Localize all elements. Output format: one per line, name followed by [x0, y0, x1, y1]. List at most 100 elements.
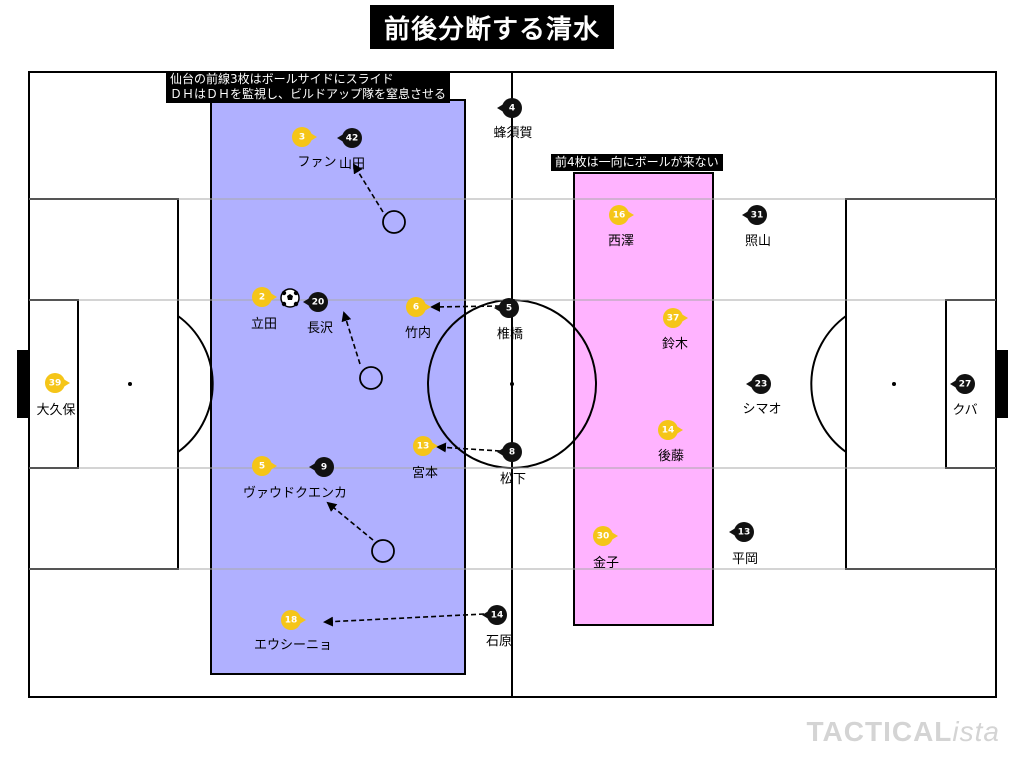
player-dot: [342, 128, 362, 148]
player-number: 27: [959, 380, 972, 390]
player-dot: [281, 610, 301, 630]
movement-arrow-4: [436, 442, 501, 453]
player-name: ヴァウドクエンカ: [243, 485, 347, 501]
movement-arrow-2: [326, 501, 374, 541]
zones: [210, 99, 714, 675]
brand-light: ista: [952, 716, 1000, 747]
penalty-arc-left: [177, 315, 214, 453]
player-dot: [45, 373, 65, 393]
player-token-sendai: 3 ファン: [292, 127, 337, 170]
player-token-sendai: 13 宮本: [412, 436, 438, 481]
movement-arrow-3: [430, 301, 501, 312]
player-name: 立田: [251, 317, 277, 332]
movement-arrow-0: [352, 163, 384, 213]
player-name: ファン: [297, 155, 336, 170]
player-number: 37: [667, 314, 680, 324]
player-dot: [487, 605, 507, 625]
right-zone: [573, 172, 714, 626]
player-token-shimizu: 14 石原: [482, 605, 512, 649]
player-dot: [609, 205, 629, 225]
brand-logo: TACTICALista: [807, 716, 1000, 748]
player-name: シマオ: [742, 402, 781, 417]
player-dot: [252, 287, 272, 307]
origin-marker-2: [371, 539, 395, 563]
player-dot: [751, 374, 771, 394]
penalty-spot-right: [892, 382, 896, 386]
player-number: 20: [312, 298, 325, 308]
player-number: 5: [506, 304, 512, 314]
ball-icon: [280, 288, 300, 308]
player-name: 長沢: [307, 321, 333, 336]
player-name: 金子: [593, 555, 619, 571]
player-name: 石原: [486, 634, 512, 649]
player-name: 蜂須賀: [493, 126, 532, 141]
player-token-sendai: 6 竹内: [405, 297, 431, 341]
player-token-shimizu: 8 松下: [497, 442, 526, 487]
player-dot: [499, 298, 519, 318]
player-dot: [955, 374, 975, 394]
page-title: 前後分断する清水: [370, 5, 614, 49]
player-number: 30: [597, 532, 610, 542]
movement-arrow-1: [341, 311, 361, 365]
player-dot: [406, 297, 426, 317]
player-number: 4: [509, 104, 515, 114]
player-number: 13: [417, 442, 430, 452]
penalty-spot-left: [128, 382, 132, 386]
player-name: 山田: [339, 157, 365, 172]
player-dot: [502, 98, 522, 118]
player-number: 31: [751, 211, 764, 221]
annotation-left-zone: 仙台の前線3枚はボールサイドにスライド ＤＨはＤＨを監視し、ビルドアップ隊を窒息…: [166, 71, 451, 103]
player-name: エウシーニョ: [254, 638, 332, 653]
origin-marker-0: [382, 210, 406, 234]
player-number: 14: [662, 426, 675, 436]
player-number: 42: [346, 134, 359, 144]
player-dot: [292, 127, 312, 147]
player-dot: [314, 457, 334, 477]
arrows: [280, 163, 501, 627]
player-name: 竹内: [405, 325, 431, 341]
player-token-shimizu: 4 蜂須賀: [493, 98, 533, 141]
player-name: 宮本: [412, 465, 438, 481]
movement-arrow-5: [323, 613, 485, 627]
player-token-shimizu: 5 椎橋: [494, 298, 523, 342]
goal-left: [17, 350, 29, 418]
penalty-arc-right: [810, 315, 847, 453]
player-token-sendai: 2立田: [251, 287, 277, 332]
player-number: 14: [491, 611, 504, 621]
player-token-sendai: 37 鈴木: [662, 308, 688, 352]
player-number: 23: [755, 380, 768, 390]
player-dot: [502, 442, 522, 462]
player-token-shimizu: 27 クバ: [950, 374, 978, 418]
player-number: 3: [299, 133, 305, 143]
player-number: 6: [413, 303, 419, 313]
origin-marker-1: [359, 366, 383, 390]
player-dot: [747, 205, 767, 225]
player-token-shimizu: 20 長沢: [303, 292, 333, 336]
player-name: クバ: [952, 403, 977, 418]
player-name: 椎橋: [497, 327, 523, 342]
player-number: 39: [49, 379, 62, 389]
player-number: 5: [259, 462, 265, 472]
player-number: 16: [613, 211, 626, 221]
left-zone: [210, 99, 466, 675]
brand-bold: TACTICAL: [806, 716, 953, 747]
player-dot: [593, 526, 613, 546]
player-name: 大久保: [36, 403, 75, 418]
center-spot: [510, 382, 514, 386]
player-name: 松下: [500, 472, 526, 487]
player-name: 照山: [745, 234, 771, 249]
player-token-sendai: 39 大久保: [36, 373, 76, 418]
player-dot: [413, 436, 433, 456]
player-name: 鈴木: [662, 337, 688, 352]
player-number: 8: [509, 448, 515, 458]
player-token-sendai: 30 金子: [593, 526, 619, 571]
pitch-lines: [17, 71, 1008, 698]
annotation-right-zone: 前4枚は一向にボールが来ない: [551, 154, 723, 171]
